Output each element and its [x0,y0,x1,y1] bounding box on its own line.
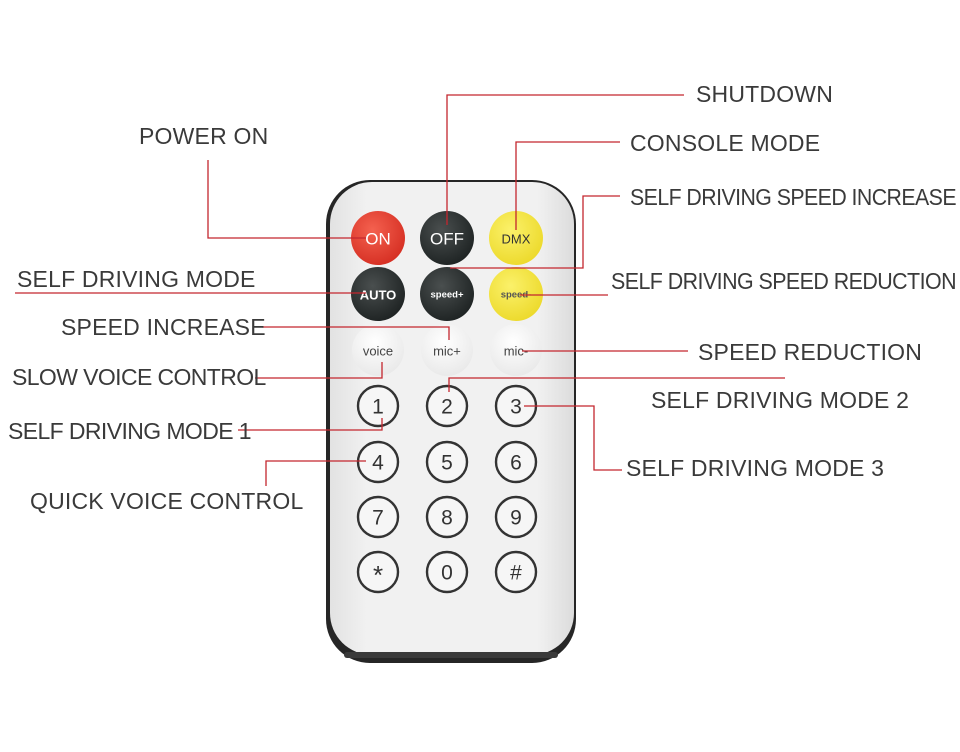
mic-minus-button-label: mic- [504,344,529,359]
callout-shutdown: SHUTDOWN [696,81,833,107]
speed-plus-button-label: speed+ [430,290,463,301]
on-button-label: ON [365,230,391,249]
key-5[interactable]: 5 [425,440,469,484]
leader-shutdown [446,94,684,225]
dmx-button[interactable]: DMX [489,211,543,265]
key-star-label: * [373,560,383,590]
leader-power-on [207,160,366,239]
speed-minus-button[interactable]: speed- [489,267,543,321]
auto-button-label: AUTO [360,288,397,303]
key-1-label: 1 [372,396,384,419]
key-1[interactable]: 1 [356,384,400,428]
key-7[interactable]: 7 [356,495,400,539]
callout-self-driving-speed-reduction: SELF DRIVING SPEED REDUCTION [611,268,956,294]
auto-button[interactable]: AUTO [351,267,405,321]
leader-speed-increase [262,326,450,340]
leader-self-driving-speed-increase [450,195,620,269]
mic-plus-button[interactable]: mic+ [421,324,473,376]
callout-slow-voice-control: SLOW VOICE CONTROL [12,364,267,390]
speed-plus-button[interactable]: speed+ [420,267,474,321]
callout-labels: SHUTDOWN POWER ON CONSOLE MODE SELF DRIV… [8,81,957,514]
dmx-button-label: DMX [502,232,531,247]
key-0[interactable]: 0 [425,550,469,594]
key-5-label: 5 [441,452,453,475]
key-6-label: 6 [510,452,522,475]
key-hash-label: # [510,562,522,585]
mic-minus-button[interactable]: mic- [490,324,542,376]
leader-self-driving-mode-1 [238,418,383,431]
leader-console-mode [515,141,620,230]
key-3[interactable]: 3 [494,384,538,428]
speed-minus-button-label: speed- [501,290,532,301]
leader-self-driving-mode-3 [524,405,622,471]
callout-self-driving-speed-increase: SELF DRIVING SPEED INCREASE [630,184,956,210]
key-4-label: 4 [372,452,384,475]
callout-speed-reduction: SPEED REDUCTION [698,339,922,365]
key-6[interactable]: 6 [494,440,538,484]
callout-self-driving-mode: SELF DRIVING MODE [17,266,256,292]
on-button[interactable]: ON [351,211,405,265]
key-9-label: 9 [510,507,522,530]
voice-button[interactable]: voice [352,324,404,376]
key-2-label: 2 [441,396,453,419]
key-9[interactable]: 9 [494,495,538,539]
callout-console-mode: CONSOLE MODE [630,130,820,156]
callout-quick-voice-control: QUICK VOICE CONTROL [30,488,303,514]
leader-slow-voice-control [255,362,383,379]
off-button-label: OFF [430,230,464,249]
key-8[interactable]: 8 [425,495,469,539]
key-7-label: 7 [372,507,384,530]
leader-quick-voice-control [265,460,366,486]
leader-lines [15,94,785,486]
key-2[interactable]: 2 [425,384,469,428]
key-star[interactable]: * [356,550,400,594]
key-hash[interactable]: # [494,550,538,594]
key-8-label: 8 [441,507,453,530]
callout-self-driving-mode-3: SELF DRIVING MODE 3 [626,455,884,481]
off-button[interactable]: OFF [420,211,474,265]
callout-power-on: POWER ON [139,123,268,149]
voice-button-label: voice [363,344,393,359]
callout-self-driving-mode-2: SELF DRIVING MODE 2 [651,387,909,413]
keypad: 1 2 3 4 5 6 7 8 9 * 0 # [356,384,538,594]
leader-self-driving-mode-2 [448,377,785,392]
callout-self-driving-mode-1: SELF DRIVING MODE 1 [8,418,251,444]
mic-plus-button-label: mic+ [433,344,461,359]
callout-speed-increase: SPEED INCREASE [61,314,266,340]
key-4[interactable]: 4 [356,440,400,484]
remote-bottom-edge [344,652,558,658]
key-0-label: 0 [441,562,453,585]
key-3-label: 3 [510,396,522,419]
